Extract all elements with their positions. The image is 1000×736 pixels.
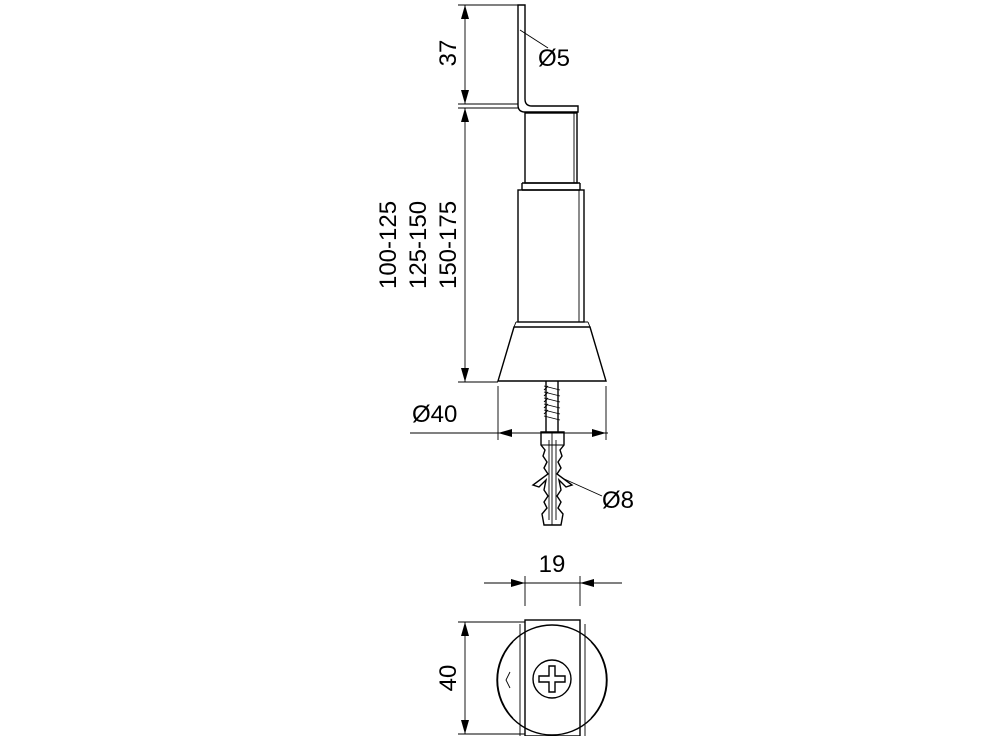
top-width-label: 19 xyxy=(539,551,566,578)
wall-plug xyxy=(531,431,574,526)
top-height-label: 40 xyxy=(435,665,462,692)
dimension-length: 100-125 125-150 150-175 xyxy=(375,107,518,383)
rubber-buffer xyxy=(497,321,607,382)
bracket-plate-top xyxy=(519,619,586,736)
dimension-plug-diameter: Ø8 xyxy=(561,477,634,514)
mounting-bracket xyxy=(517,4,579,113)
screw xyxy=(543,381,561,432)
upper-tube xyxy=(521,112,581,191)
lower-tube xyxy=(517,189,585,323)
plug-diameter-label: Ø8 xyxy=(602,487,634,514)
length-range-3-label: 150-175 xyxy=(435,201,462,289)
base-outer-circle xyxy=(496,624,608,736)
dimension-top-width: 19 xyxy=(484,551,622,606)
length-range-1-label: 100-125 xyxy=(375,201,402,289)
bracket-height-label: 37 xyxy=(435,40,462,67)
dimension-bracket-height: 37 xyxy=(435,4,518,105)
top-view: 19 40 xyxy=(435,551,622,736)
dimension-pin-diameter: Ø5 xyxy=(519,29,570,72)
dimension-base-diameter: Ø40 xyxy=(410,386,608,440)
screw-head-cross xyxy=(532,659,572,699)
base-diameter-label: Ø40 xyxy=(412,401,457,428)
side-view: 37 Ø5 100-125 125-150 150-175 Ø40 xyxy=(375,4,634,526)
length-range-2-label: 125-150 xyxy=(405,201,432,289)
dimension-top-height: 40 xyxy=(435,621,525,735)
pin-diameter-label: Ø5 xyxy=(538,45,570,72)
